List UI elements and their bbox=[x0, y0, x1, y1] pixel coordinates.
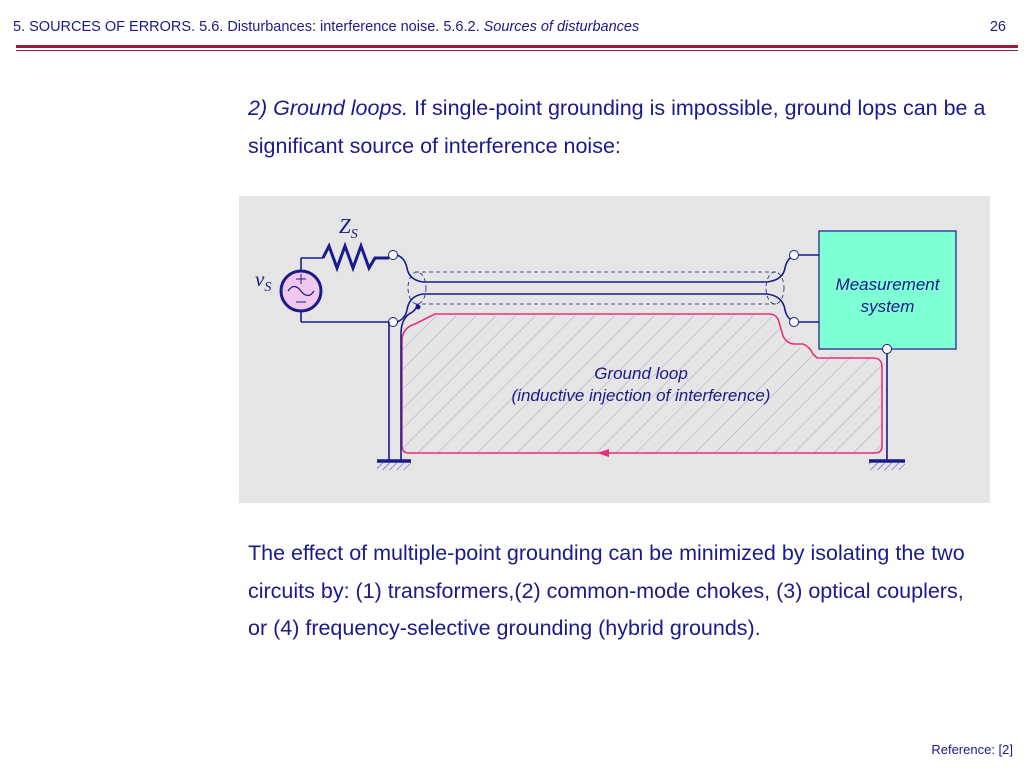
vs-symbol: v bbox=[255, 267, 265, 291]
ms-ground-terminal bbox=[882, 344, 892, 354]
cable-conductor-top bbox=[396, 254, 796, 283]
header-title-prefix: 5. SOURCES OF ERRORS. 5.6. Disturbances:… bbox=[13, 19, 484, 35]
header-rule-thin bbox=[16, 50, 1018, 51]
zs-subscript: S bbox=[350, 227, 358, 243]
terminal-left-bottom bbox=[388, 317, 398, 327]
ground-loop-arrow bbox=[597, 449, 609, 457]
ground-loop-path bbox=[401, 313, 883, 454]
zs-symbol: Z bbox=[339, 214, 351, 238]
source-voltage-label: vS bbox=[255, 267, 271, 296]
terminal-left-top bbox=[388, 250, 398, 260]
ground-right-hatch bbox=[869, 463, 905, 470]
intro-paragraph: 2) Ground loops. If single-point groundi… bbox=[248, 90, 988, 165]
conclusion-paragraph: The effect of multiple-point grounding c… bbox=[248, 541, 965, 640]
ground-loop-diagram: ZS vS Measurement system Ground loop (in… bbox=[239, 196, 990, 503]
cable-shield-right-end bbox=[765, 271, 785, 305]
page-number: 26 bbox=[989, 19, 1006, 35]
voltage-source-sine bbox=[287, 285, 315, 297]
ground-loop-line1: Ground loop bbox=[594, 364, 688, 383]
header-rule bbox=[16, 45, 1018, 48]
cable-shield-left-end bbox=[407, 271, 427, 305]
ground-loop-label: Ground loop (inductive injection of inte… bbox=[471, 363, 811, 407]
measurement-system-line1: Measurement bbox=[835, 275, 940, 294]
measurement-system-box bbox=[818, 230, 957, 350]
measurement-system-line2: system bbox=[860, 297, 915, 316]
ground-left-hatch bbox=[377, 463, 411, 470]
header-title-italic: Sources of disturbances bbox=[483, 19, 640, 35]
ground-loop-area bbox=[401, 316, 881, 454]
header-title: 5. SOURCES OF ERRORS. 5.6. Disturbances:… bbox=[13, 19, 639, 35]
intro-lead: 2) Ground loops. bbox=[248, 96, 409, 120]
shield-drain-node bbox=[415, 304, 421, 310]
source-impedance-label: ZS bbox=[339, 214, 358, 243]
terminal-right-top bbox=[789, 250, 799, 260]
vs-subscript: S bbox=[264, 280, 272, 296]
resistor-zs bbox=[321, 241, 389, 273]
circuit-svg bbox=[279, 230, 957, 470]
ground-loop-line2: (inductive injection of interference) bbox=[511, 386, 771, 405]
measurement-system-label: Measurement system bbox=[819, 274, 956, 318]
reference-note: Reference: [2] bbox=[931, 742, 1013, 757]
terminal-right-bottom bbox=[789, 317, 799, 327]
cable-conductor-bottom bbox=[396, 293, 796, 323]
intro-text: If single-point grounding is impossible,… bbox=[248, 96, 986, 158]
